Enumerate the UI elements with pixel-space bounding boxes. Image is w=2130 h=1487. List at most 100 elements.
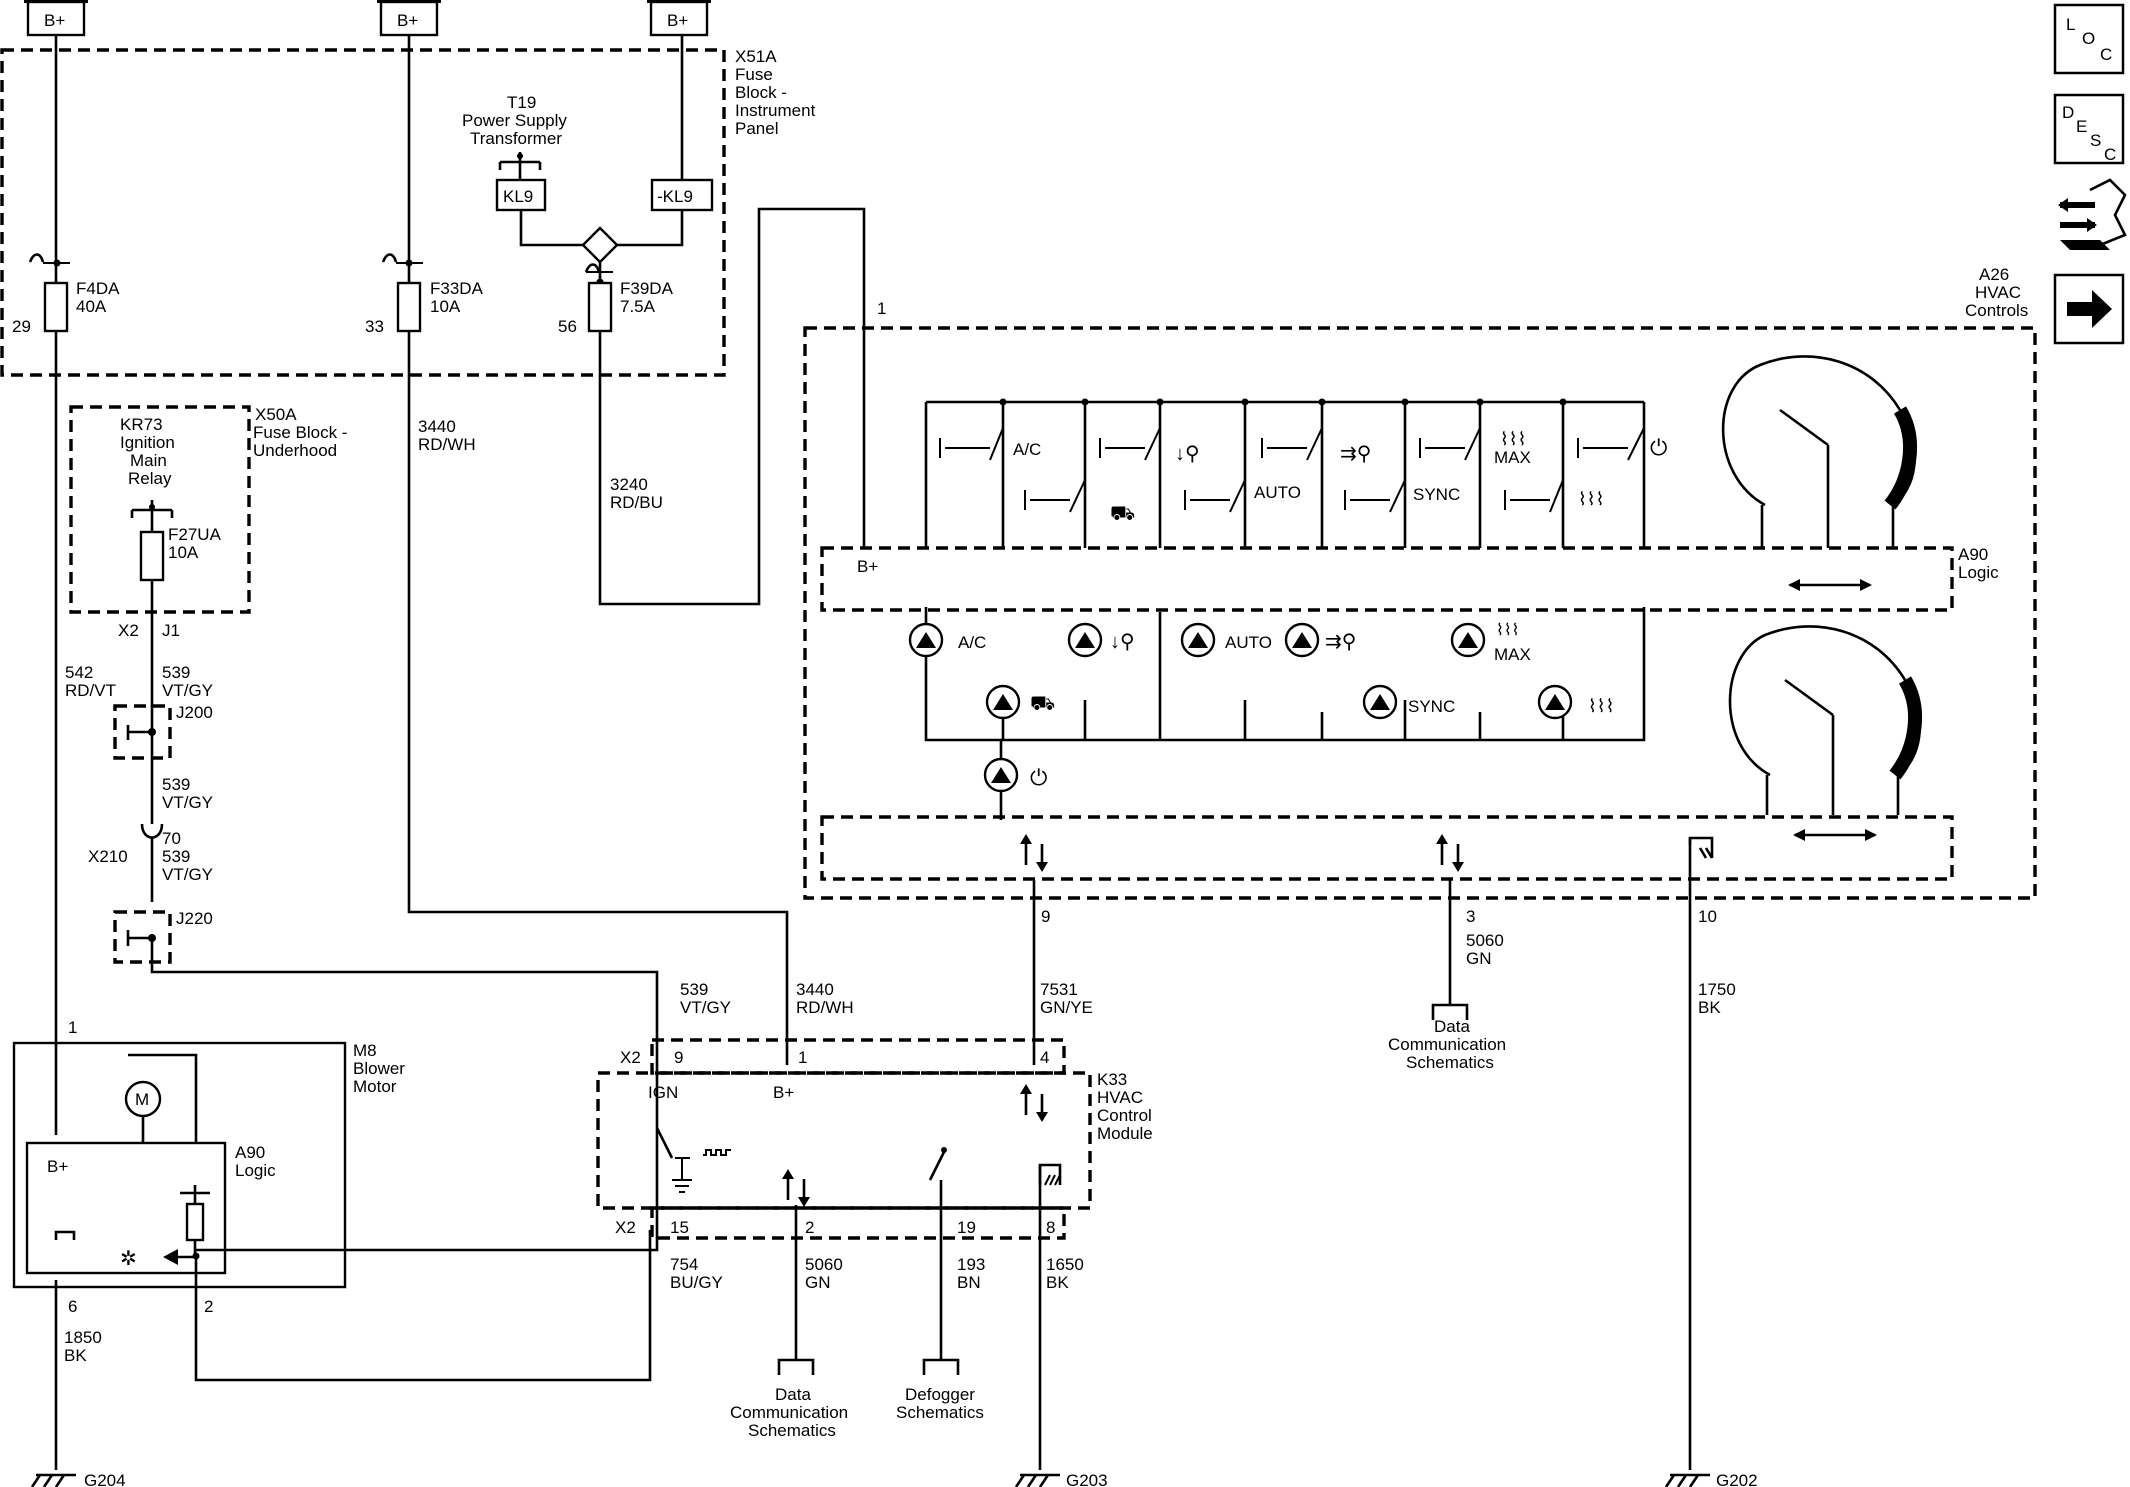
svg-text:Relay: Relay [128,469,172,488]
svg-text:193: 193 [957,1255,985,1274]
svg-text:Communication: Communication [730,1403,848,1422]
fuse-f27ua [139,530,165,582]
svg-text:F27UA: F27UA [168,525,222,544]
fuse-block-instrument-panel: X51A Fuse Block - Instrument Panel T19 P… [0,47,816,377]
svg-text:56: 56 [558,317,577,336]
svg-text:Instrument: Instrument [735,101,816,120]
svg-text:6: 6 [68,1297,77,1316]
svg-text:X2: X2 [118,621,139,640]
svg-text:1850: 1850 [64,1328,102,1347]
svg-text:SYNC: SYNC [1413,485,1460,504]
svg-text:Data: Data [775,1385,811,1404]
svg-text:A90: A90 [235,1143,265,1162]
loc-button[interactable]: L O C [2053,3,2125,75]
vent-face-led-icon: ⇉⚲ [1325,631,1356,653]
temp-knob-bottom [1728,625,1922,841]
svg-text:HVAC: HVAC [1097,1088,1143,1107]
svg-text:S: S [2090,131,2101,150]
svg-text:X50A: X50A [255,405,297,424]
svg-text:Fuse: Fuse [735,65,773,84]
power-label: B+ [397,11,418,30]
vent-floor-icon: ↓⚲ [1175,443,1200,465]
svg-text:GN: GN [1466,949,1492,968]
motor-symbol [124,1080,162,1118]
svg-text:7.5A: 7.5A [620,297,656,316]
connector-view-icon[interactable] [2058,178,2127,250]
svg-text:IGN: IGN [648,1083,678,1102]
svg-text:X2: X2 [615,1218,636,1237]
svg-text:10: 10 [1698,907,1717,926]
defrost-rear-led-icon: ⌇⌇⌇ [1588,696,1614,716]
svg-text:G202: G202 [1716,1471,1758,1487]
desc-button[interactable]: D E S C [2053,93,2125,165]
fuse-f33da: F33DA 10A 33 [365,253,484,336]
svg-text:Schematics: Schematics [896,1403,984,1422]
svg-text:Data: Data [1434,1017,1470,1036]
svg-text:BK: BK [64,1346,87,1365]
svg-text:A/C: A/C [958,633,986,652]
svg-text:1: 1 [68,1018,77,1037]
svg-text:Schematics: Schematics [748,1421,836,1440]
svg-text:C: C [2100,45,2112,64]
svg-text:A90: A90 [1958,545,1988,564]
kl9-box [495,178,547,212]
svg-text:1650: 1650 [1046,1255,1084,1274]
svg-text:3: 3 [1466,907,1475,926]
power-source-2: B+ [377,0,441,37]
svg-text:Blower: Blower [353,1059,405,1078]
svg-text:7531: 7531 [1040,980,1078,999]
svg-text:BK: BK [1046,1273,1069,1292]
svg-text:RD/BU: RD/BU [610,493,663,512]
svg-text:9: 9 [1041,907,1050,926]
svg-text:AUTO: AUTO [1225,633,1272,652]
svg-text:Panel: Panel [735,119,778,138]
svg-text:G204: G204 [84,1471,126,1487]
transformer-label: T19 [507,93,536,112]
svg-text:70: 70 [162,829,181,848]
power-source-3: B+ [647,0,711,37]
svg-text:1750: 1750 [1698,980,1736,999]
svg-text:2: 2 [204,1297,213,1316]
arrow-right-icon [2067,290,2112,328]
svg-text:X210: X210 [88,847,128,866]
svg-text:O: O [2082,29,2095,48]
svg-text:KR73: KR73 [120,415,163,434]
svg-text:M8: M8 [353,1041,377,1060]
svg-text:542: 542 [65,663,93,682]
ref-data-comm-right: Data Communication Schematics [1388,1003,1506,1072]
ref-data-comm-bottom: Data Communication Schematics [730,1358,848,1440]
ground-symbol [54,1230,76,1240]
ground-g204: G204 [30,1440,126,1487]
defrost-rear-icon: ⌇⌇⌇ [1578,489,1604,509]
next-button[interactable] [2053,273,2125,345]
svg-text:2: 2 [805,1218,814,1237]
svg-text:10A: 10A [430,297,461,316]
svg-text:Fuse Block -: Fuse Block - [253,423,347,442]
svg-text:Module: Module [1097,1124,1153,1143]
defrost-front-led-icon: ⌇⌇⌇ [1496,622,1519,639]
svg-text:Logic: Logic [1958,563,1999,582]
splice-j200: J200 [113,703,213,760]
svg-text:Logic: Logic [235,1161,276,1180]
fan-icon: ✲ [120,1248,137,1270]
svg-text:B+: B+ [47,1157,68,1176]
svg-text:4: 4 [1040,1048,1049,1067]
svg-text:Controls: Controls [1965,301,2028,320]
svg-text:J1: J1 [162,621,180,640]
svg-text:3240: 3240 [610,475,648,494]
svg-text:B+: B+ [857,557,878,576]
svg-text:10A: 10A [168,543,199,562]
svg-text:29: 29 [12,317,31,336]
svg-text:F39DA: F39DA [620,279,674,298]
wire-labels-left: 542 RD/VT 539 VT/GY 539 VT/GY 539 VT/GY … [65,417,663,884]
wires [54,35,1692,1440]
svg-text:A/C: A/C [1013,440,1041,459]
svg-text:G203: G203 [1066,1471,1108,1487]
recirc-led-icon: ⛟ [1030,693,1055,715]
ground-g202: G202 [1664,1440,1758,1487]
recirc-icon: ⛟ [1110,503,1135,525]
svg-text:539: 539 [162,663,190,682]
svg-text:Motor: Motor [353,1077,397,1096]
svg-text:Control: Control [1097,1106,1152,1125]
svg-text:C: C [2104,145,2116,164]
